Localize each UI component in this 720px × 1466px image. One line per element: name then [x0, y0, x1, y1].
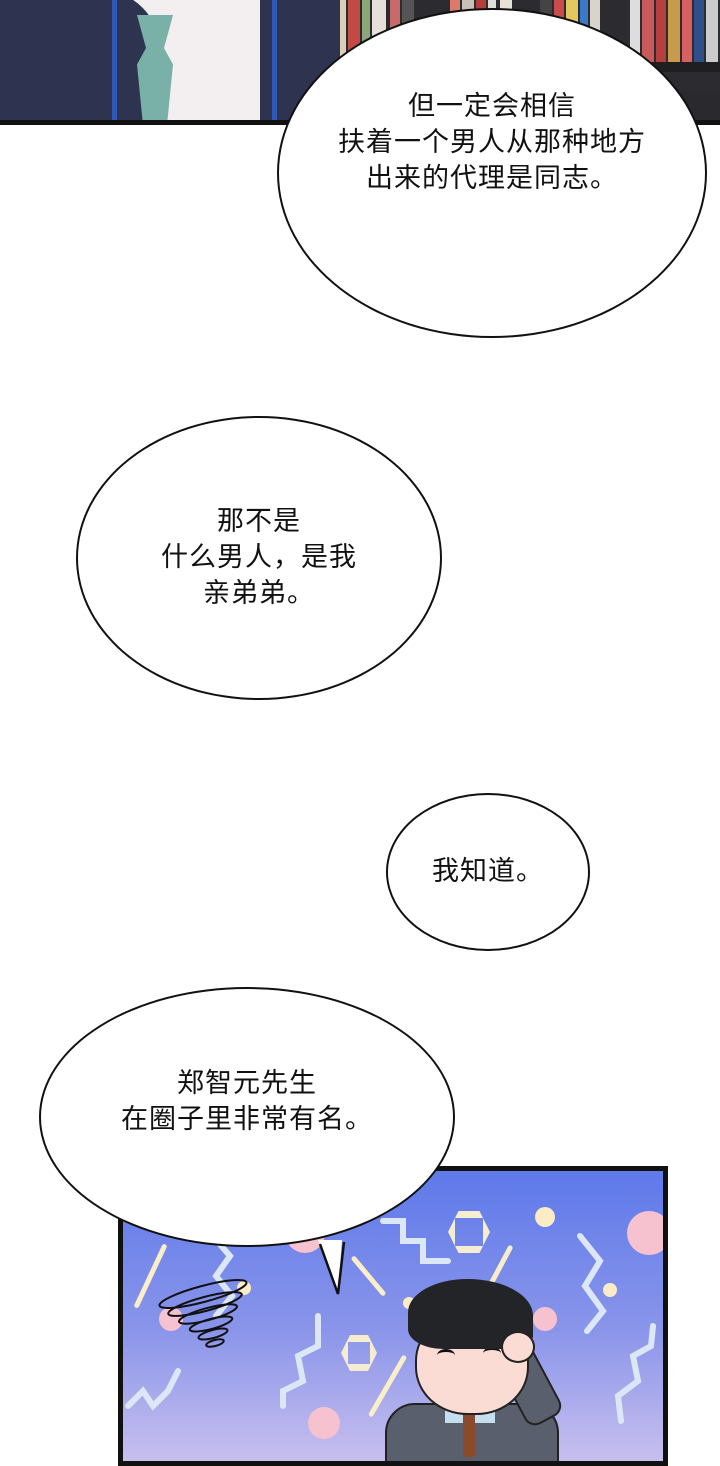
bubble-text-line: 出来的代理是同志。: [366, 163, 618, 194]
confetti-zigzag: [280, 1313, 321, 1409]
closed-eye: [437, 1349, 455, 1362]
confetti-dot: [533, 1307, 557, 1331]
bubble-text-line: 郑智元先生: [177, 1068, 317, 1099]
book: [668, 0, 680, 62]
bubble-text-line: 亲弟弟。: [203, 578, 315, 609]
bubble-text-line: 什么男人，是我: [161, 542, 357, 573]
confetti-dot: [237, 1281, 251, 1295]
confetti-zigzag: [125, 1368, 181, 1411]
book: [694, 0, 704, 62]
whirlwind-icon: [158, 1279, 248, 1348]
bubble-text-line: 扶着一个男人从那种地方: [338, 127, 646, 158]
speech-bubble-1: 但一定会相信 扶着一个男人从那种地方 出来的代理是同志。: [277, 8, 707, 338]
confetti-dot: [627, 1211, 663, 1255]
book: [642, 0, 654, 62]
book: [362, 0, 370, 62]
lanyard-left: [112, 0, 117, 120]
bubble-text-line: 在圈子里非常有名。: [121, 1104, 373, 1135]
confetti-zigzag: [614, 1323, 656, 1424]
confetti-zigzag: [577, 1233, 607, 1334]
book: [706, 0, 718, 62]
tie: [137, 15, 173, 120]
book: [336, 0, 346, 62]
bubble-text-line: 那不是: [217, 506, 301, 537]
speech-bubble-tail: [318, 1240, 346, 1295]
lanyard-right: [272, 0, 277, 120]
suit-jacket-left: [0, 0, 160, 120]
book: [682, 0, 692, 62]
speech-bubble-2: 那不是 什么男人，是我 亲弟弟。: [76, 416, 442, 700]
confetti-hexagon: [448, 1211, 490, 1253]
confetti-zigzag: [210, 1233, 236, 1319]
speech-bubble-3: 我知道。: [386, 793, 590, 951]
confetti-zigzag: [380, 1218, 451, 1264]
confetti-hexagon: [341, 1335, 377, 1371]
confetti-dot: [603, 1283, 617, 1297]
confetti-dot: [308, 1407, 340, 1439]
speech-bubble-4: 郑智元先生 在圈子里非常有名。: [39, 987, 455, 1247]
bubble-text-line: 但一定会相信: [408, 91, 576, 122]
book: [656, 0, 666, 62]
chibi-fist: [501, 1331, 535, 1363]
book: [630, 0, 640, 62]
bubble-text-line: 我知道。: [432, 856, 544, 887]
confetti-dot: [535, 1207, 555, 1227]
